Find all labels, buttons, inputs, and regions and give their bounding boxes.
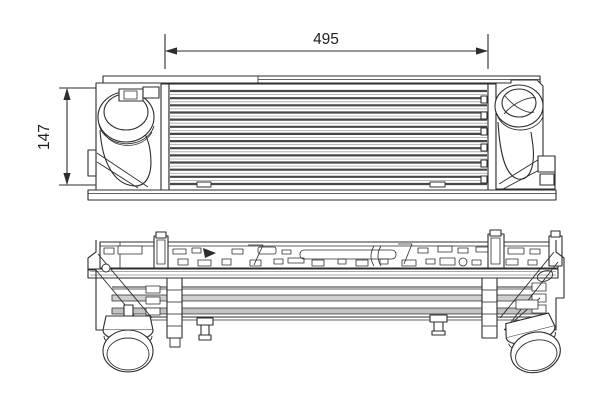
height-dimension-label: 147 (36, 124, 53, 150)
core (168, 83, 489, 191)
right-mount-bracket (537, 155, 556, 173)
right-clamp-tower (481, 277, 498, 339)
mounting-plate (99, 229, 563, 269)
clip-tower-right (487, 233, 505, 269)
right-pipe-duct (497, 121, 534, 180)
mounting-feet (196, 314, 448, 341)
width-dimension-label: 495 (313, 31, 339, 48)
clip-tower-left (153, 235, 169, 269)
stamped-arrow-mark (203, 248, 216, 258)
left-hose-pipe (102, 304, 154, 373)
bottom-view (87, 229, 565, 374)
arrowhead-left (165, 47, 177, 55)
arrowhead-top (63, 88, 71, 100)
top-flange (102, 75, 541, 84)
arrowhead-right (476, 47, 488, 55)
height-dimension: 147 (36, 87, 96, 186)
bottom-bar (87, 189, 557, 201)
right-end-bracket (481, 240, 565, 339)
left-end-bracket (87, 240, 183, 348)
stamped-details-row2 (177, 257, 538, 267)
left-mount-bracket (87, 149, 97, 177)
foot-left (196, 317, 214, 326)
width-dimension: 495 (164, 31, 489, 69)
right-pipe-opening (494, 84, 544, 128)
right-hose-pipe (505, 312, 561, 374)
core-slot-left (196, 181, 212, 188)
core-fins (170, 94, 487, 181)
foot-right (429, 314, 448, 323)
core-tubes (170, 89, 487, 186)
left-tank (87, 82, 165, 191)
front-view (87, 75, 557, 201)
cross-bar (87, 268, 559, 279)
right-tank (494, 79, 556, 191)
core-slot-right (429, 181, 446, 188)
arrowhead-bottom (63, 173, 71, 185)
left-clamp-tower (166, 277, 183, 339)
